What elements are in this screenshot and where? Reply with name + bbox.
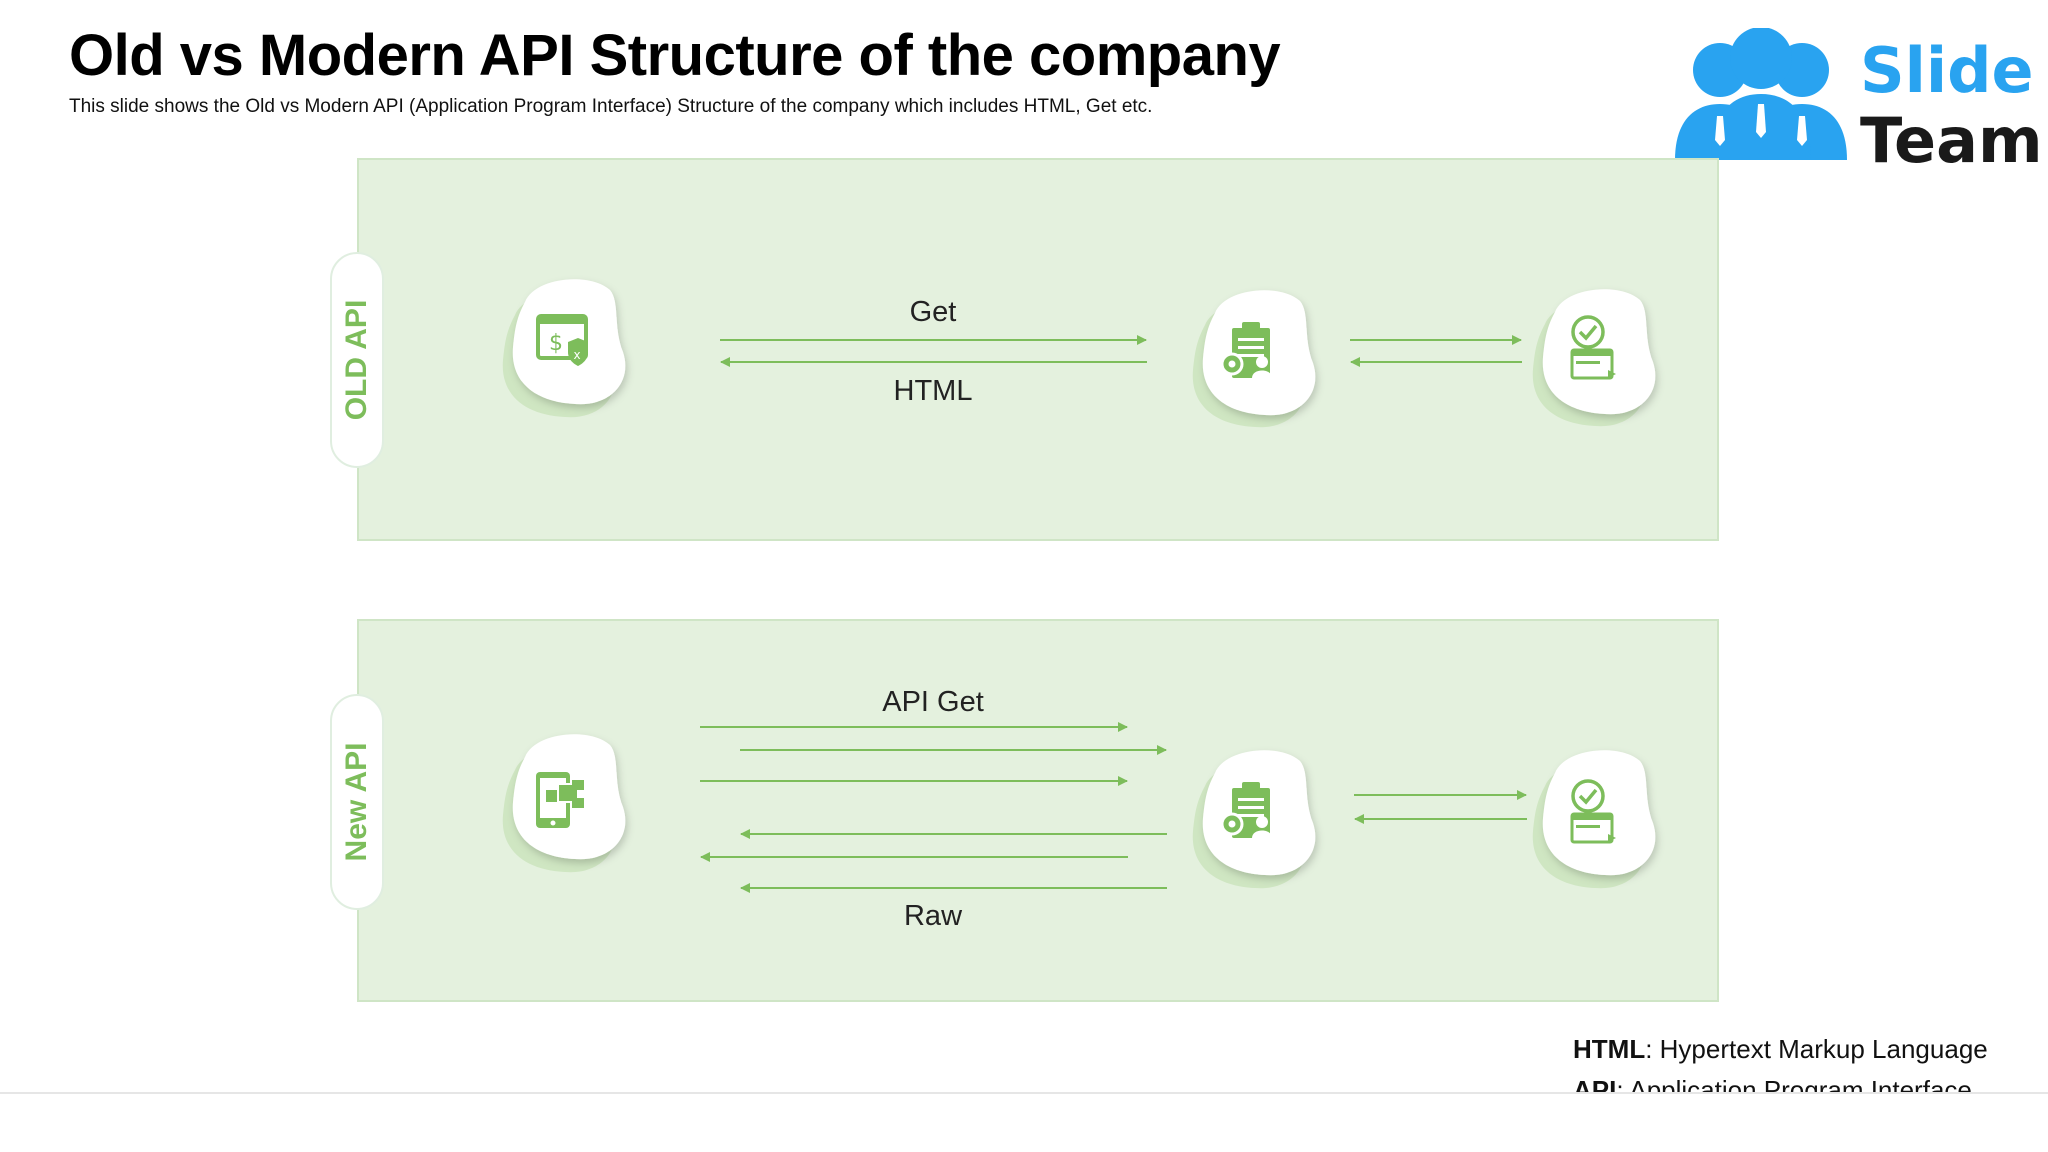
footnote-html: HTML: Hypertext Markup Language: [1573, 1034, 1988, 1065]
svg-text:x: x: [574, 348, 581, 362]
checklist-icon: [1570, 315, 1616, 380]
old-api-tab: OLD API: [330, 252, 384, 468]
new-api-request-label: API Get: [882, 686, 984, 718]
payment-window-icon: $ x: [536, 314, 588, 366]
logo-text-team: Team: [1860, 104, 2043, 177]
checklist-icon: [1570, 779, 1616, 844]
slideteam-logo-icon: [1675, 28, 1847, 160]
mobile-app-icon: [536, 772, 584, 828]
server-document-icon: [1220, 322, 1272, 378]
footnote-definition: : Hypertext Markup Language: [1645, 1034, 1988, 1064]
logo-text-slide: Slide: [1860, 34, 2034, 107]
old-api-request-label: Get: [909, 296, 957, 328]
new-api-response-label: Raw: [903, 900, 963, 932]
svg-text:$: $: [549, 331, 563, 356]
footnote-api: API: Application Program Interface: [1573, 1075, 1972, 1094]
server-document-icon: [1220, 782, 1272, 838]
new-api-arrows: [700, 722, 1527, 893]
new-api-tab: New API: [330, 694, 384, 910]
footnote-definition: : Application Program Interface: [1616, 1075, 1972, 1094]
old-api-arrows: [720, 335, 1522, 367]
footnote-term: API: [1573, 1075, 1617, 1094]
slide-subtitle: This slide shows the Old vs Modern API (…: [69, 96, 1153, 117]
old-api-response-label: HTML: [893, 375, 973, 407]
bottom-divider: [0, 1092, 2048, 1094]
slide-title: Old vs Modern API Structure of the compa…: [69, 23, 1281, 88]
footnote-term: HTML: [1573, 1034, 1646, 1064]
